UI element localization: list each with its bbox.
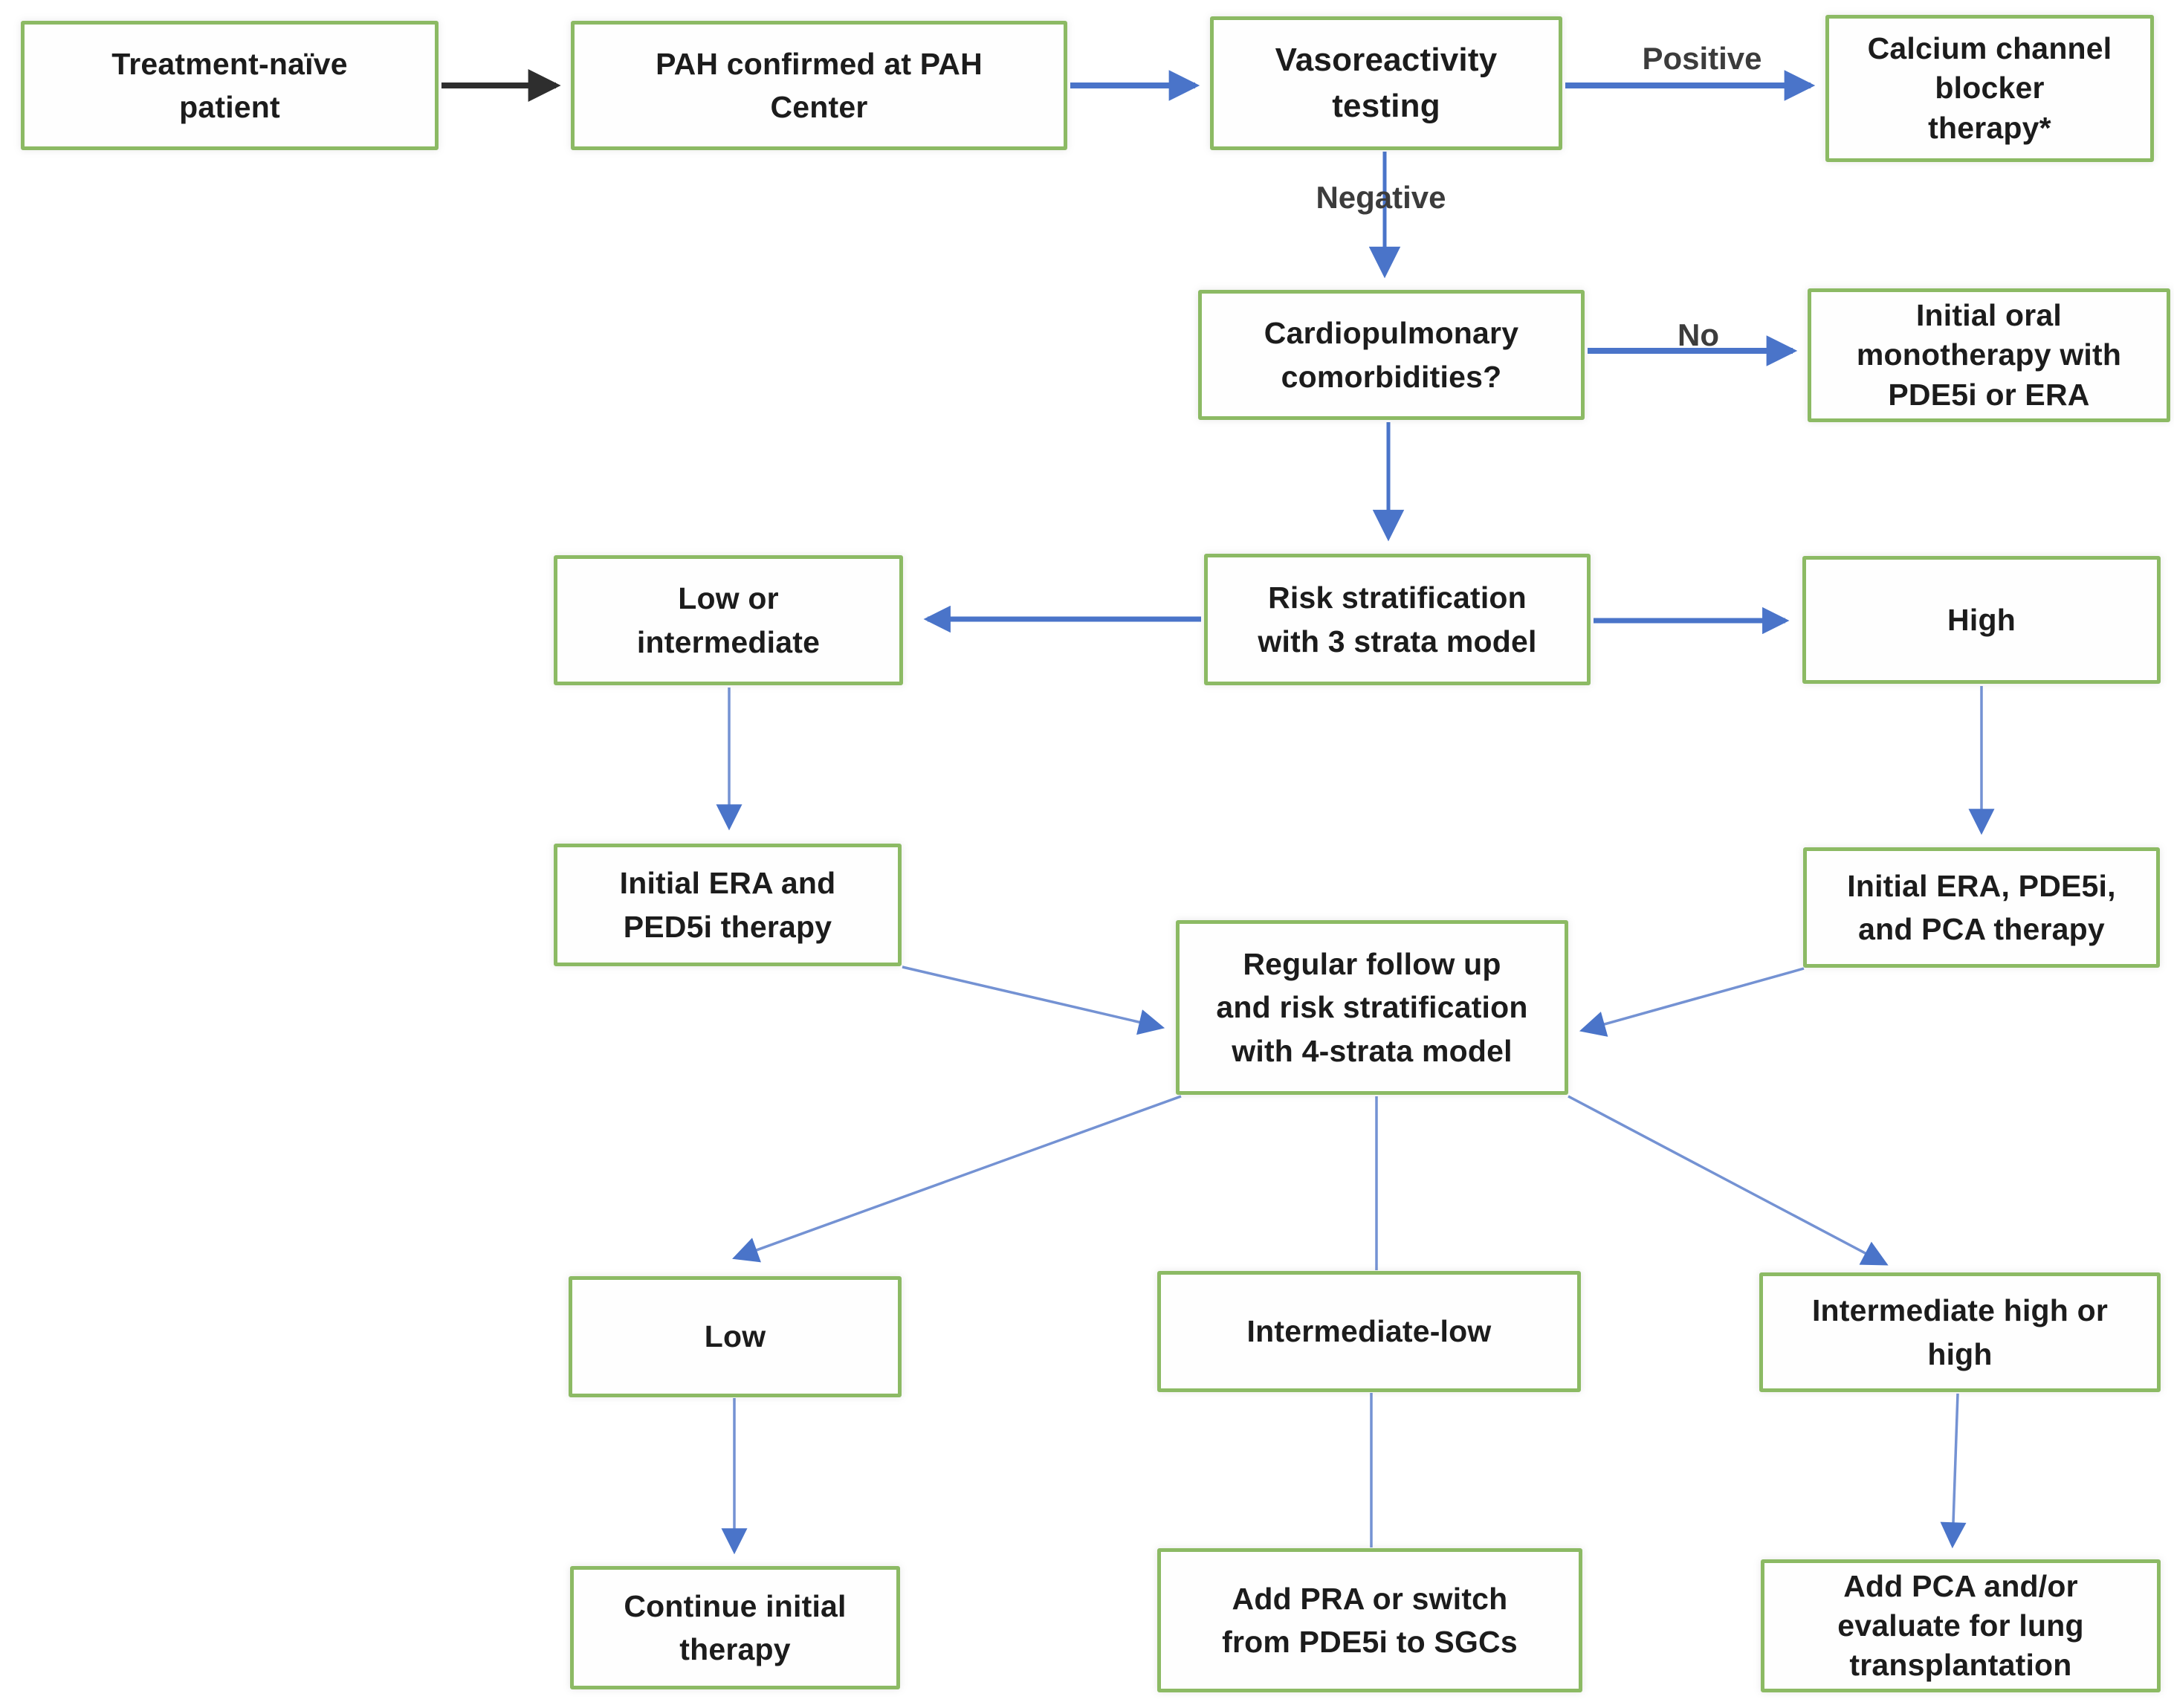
box-add-pra-or-switch: Add PRA or switch from PDE5i to SGCs: [1157, 1548, 1582, 1692]
box-low: Low: [569, 1276, 902, 1397]
arrow-era-ped5i-to-followup: [902, 965, 1165, 1035]
arrow-followup-to-intermediate-high: [1568, 1095, 1889, 1266]
box-regular-followup-4-strata: Regular follow up and risk stratificatio…: [1176, 920, 1568, 1095]
box-add-pca-lung-transplant: Add PCA and/or evaluate for lung transpl…: [1761, 1559, 2161, 1692]
box-risk-stratification-3-strata: Risk stratification with 3 strata model: [1204, 554, 1591, 685]
box-calcium-channel-blocker: Calcium channel blocker therapy*: [1825, 15, 2154, 162]
box-continue-initial-therapy: Continue initial therapy: [570, 1566, 900, 1689]
box-treatment-naive-patient: Treatment-naïve patient: [21, 21, 439, 150]
box-initial-era-ped5i: Initial ERA and PED5i therapy: [554, 844, 902, 966]
box-pah-confirmed: PAH confirmed at PAH Center: [571, 21, 1067, 150]
box-initial-oral-monotherapy: Initial oral monotherapy with PDE5i or E…: [1808, 288, 2170, 422]
edge-label-positive: Positive: [1642, 41, 1762, 76]
arrow-followup-to-low: [732, 1095, 1182, 1263]
edge-label-negative: Negative: [1316, 180, 1446, 215]
box-intermediate-low: Intermediate-low: [1157, 1271, 1581, 1392]
arrow-era-pde5i-pca-to-followup: [1579, 967, 1805, 1037]
box-vasoreactivity-testing: Vasoreactivity testing: [1210, 16, 1562, 150]
box-cardiopulmonary-comorbidities: Cardiopulmonary comorbidities?: [1198, 290, 1585, 420]
edge-label-no: No: [1678, 317, 1719, 352]
box-intermediate-high-or-high: Intermediate high or high: [1759, 1272, 2161, 1392]
box-initial-era-pde5i-pca: Initial ERA, PDE5i, and PCA therapy: [1803, 847, 2160, 968]
box-high: High: [1802, 556, 2161, 684]
box-low-or-intermediate: Low or intermediate: [554, 555, 903, 685]
arrow-intermediate-high-to-add-pca: [1940, 1393, 1967, 1549]
